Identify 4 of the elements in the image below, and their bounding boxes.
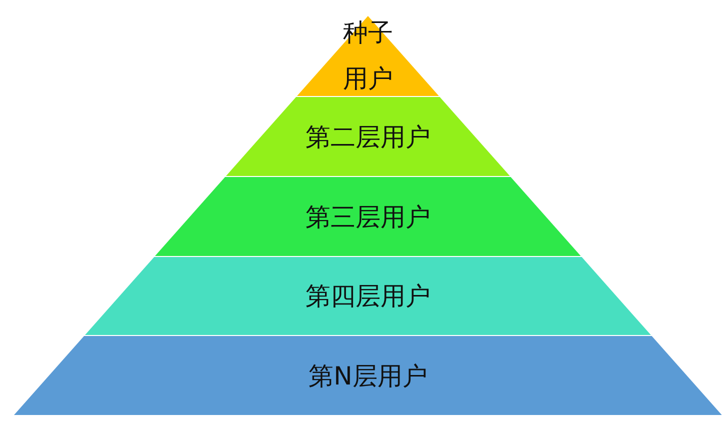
tier-label: 第三层用户 <box>305 201 430 233</box>
tier-label: 第四层用户 <box>305 280 430 312</box>
tier-label: 第N层用户 <box>308 360 428 392</box>
tier-label: 第二层用户 <box>305 121 430 153</box>
